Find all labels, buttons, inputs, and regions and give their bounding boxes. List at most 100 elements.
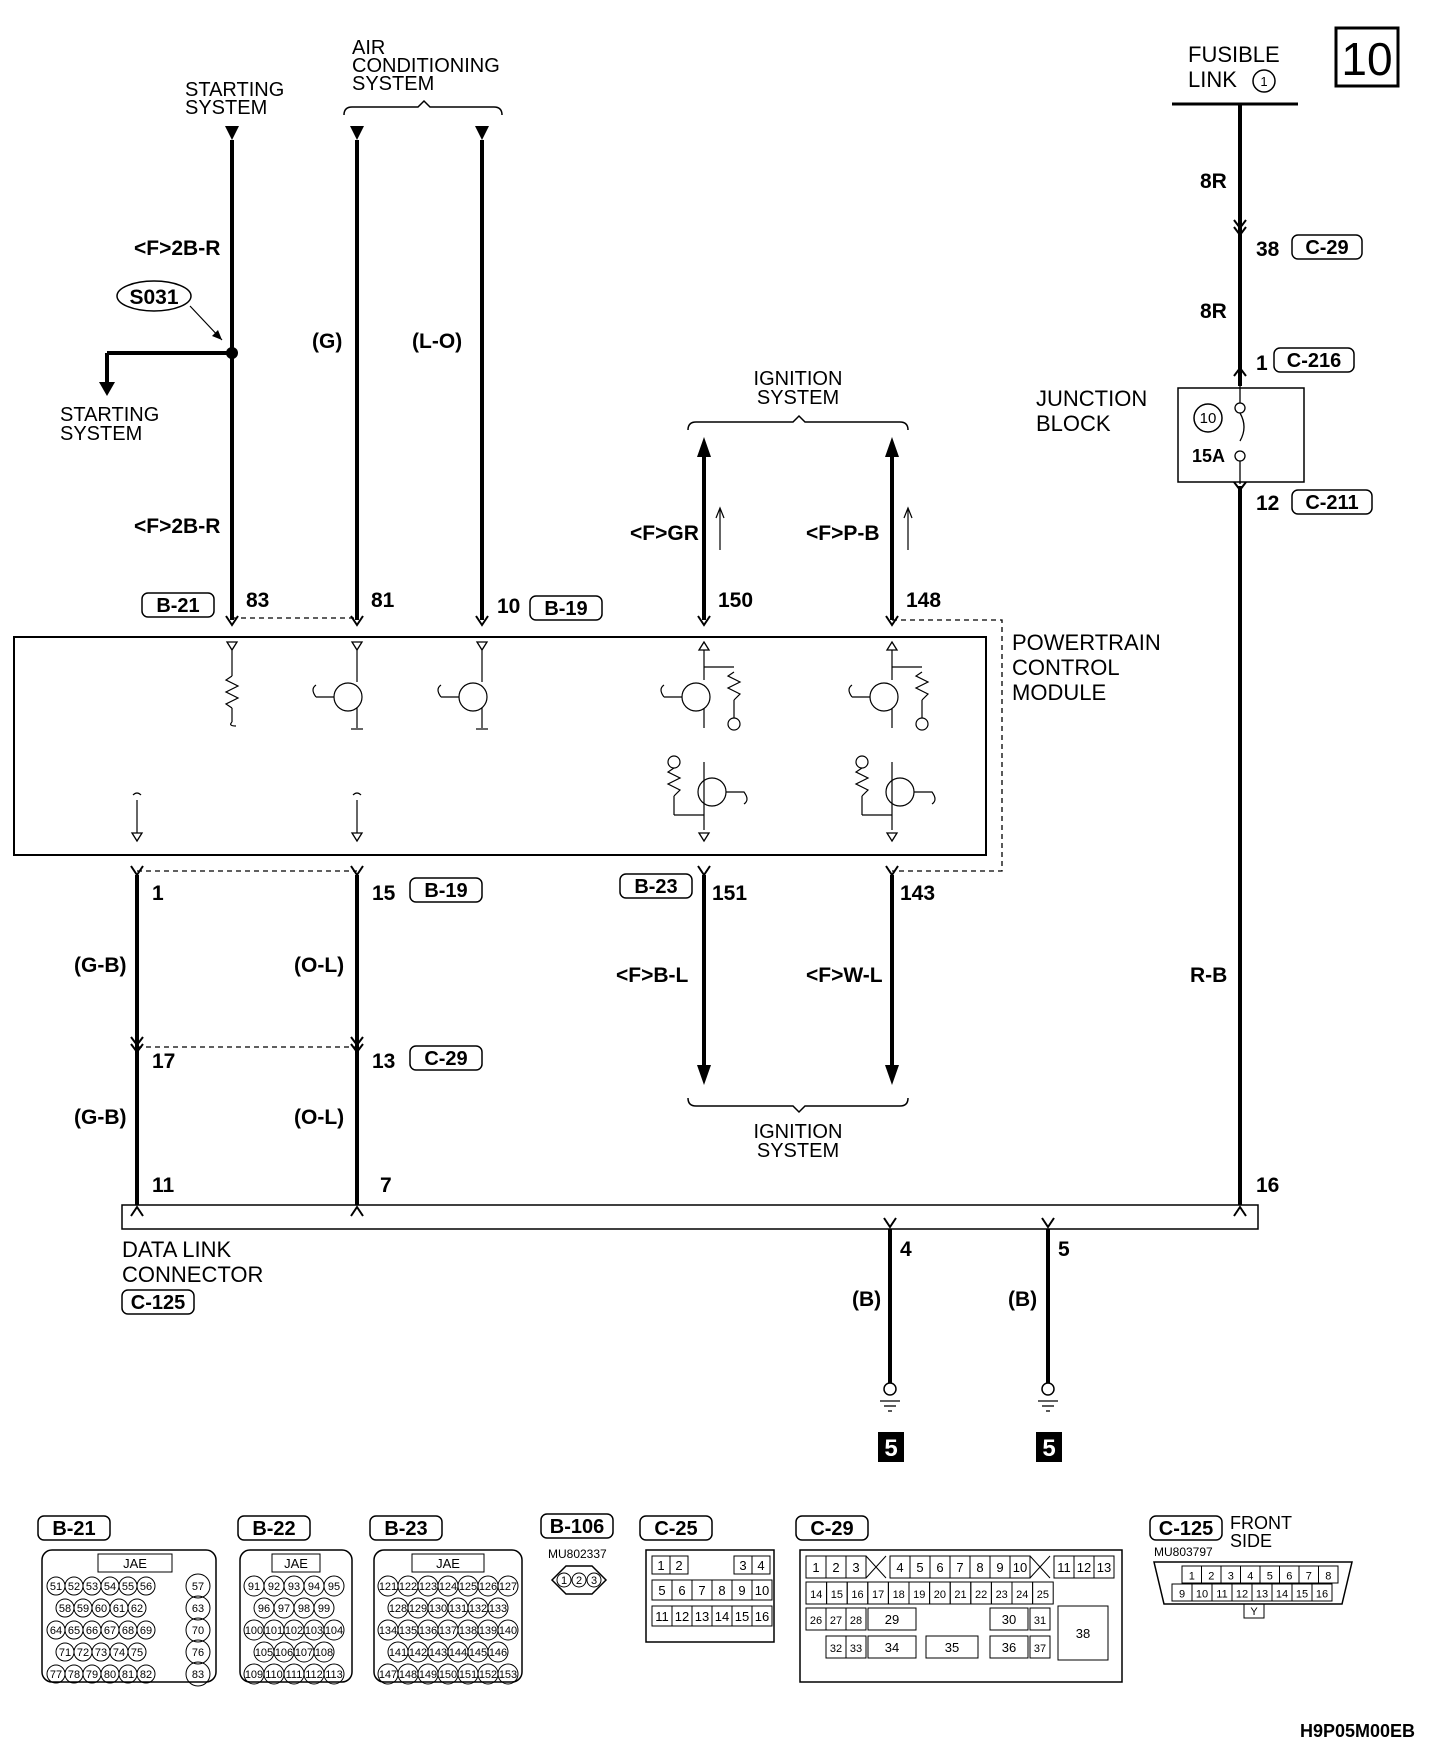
connector-cell-label: 4 bbox=[1247, 1571, 1253, 1583]
ignition-top-label-1: IGNITION bbox=[754, 368, 843, 390]
splice-label: S031 bbox=[129, 286, 178, 309]
connector-cell-label: 1 bbox=[657, 1558, 664, 1573]
connector-pin bbox=[185, 1661, 211, 1687]
connector-pin-label: 127 bbox=[499, 1581, 517, 1593]
legend-b106-name: B-106 bbox=[550, 1516, 604, 1538]
connector-cell bbox=[1093, 1555, 1115, 1579]
connector-pin bbox=[497, 1663, 519, 1685]
ground-id-4: 5 bbox=[884, 1435, 897, 1462]
connector-cell-label: 3 bbox=[852, 1560, 859, 1575]
connector-pin-label: 108 bbox=[315, 1647, 333, 1659]
connector-pin-label: 56 bbox=[140, 1581, 152, 1593]
connector-pin bbox=[313, 1641, 335, 1663]
starting-system-branch-label-2: SYSTEM bbox=[60, 423, 142, 445]
connector-pin bbox=[323, 1575, 345, 1597]
connector-pin bbox=[487, 1597, 509, 1619]
connector-pin-label: 72 bbox=[77, 1647, 89, 1659]
legend-c125-side-2: SIDE bbox=[1230, 1531, 1272, 1551]
connector-pin-label: 122 bbox=[399, 1581, 417, 1593]
connector-pin-label: 153 bbox=[499, 1669, 517, 1681]
connector-pin-label: 130 bbox=[429, 1603, 447, 1615]
dlc-connector-tag: C-125 bbox=[131, 1292, 185, 1314]
connector-pin-label: 91 bbox=[248, 1581, 260, 1593]
connector-pin-label: 131 bbox=[449, 1603, 467, 1615]
connector-pin-label: 137 bbox=[439, 1625, 457, 1637]
pin-148: 148 bbox=[906, 589, 941, 612]
connector-cell-label: 35 bbox=[945, 1640, 959, 1655]
connector-cell-label: 7 bbox=[698, 1583, 705, 1598]
connector-pin-label: 110 bbox=[265, 1669, 283, 1681]
connector-pin-label: 106 bbox=[275, 1647, 293, 1659]
ac-brace bbox=[343, 99, 503, 116]
connector-pin bbox=[127, 1642, 147, 1662]
connector-cell-label: 20 bbox=[934, 1589, 946, 1601]
pin-143: 143 bbox=[900, 882, 935, 905]
connector-tag-c216: C-216 bbox=[1287, 350, 1341, 372]
connector-cell-label: 7 bbox=[1306, 1571, 1312, 1583]
connector-cell bbox=[925, 1635, 979, 1659]
connector-pin-label: 74 bbox=[113, 1647, 125, 1659]
wire-color-gnd-4: (B) bbox=[852, 1288, 881, 1311]
connector-pin-label: 141 bbox=[389, 1647, 407, 1659]
connector-cell-label: 31 bbox=[1034, 1615, 1046, 1627]
wire-color-fuse-a: 8R bbox=[1200, 170, 1227, 193]
dlc-label-2: CONNECTOR bbox=[122, 1262, 263, 1287]
connector-cell-label: 11 bbox=[655, 1609, 669, 1624]
wire-color-15-b: (O-L) bbox=[294, 1106, 344, 1129]
legend-c125-part: MU803797 bbox=[1154, 1545, 1213, 1559]
connector-cell-label: 1 bbox=[812, 1560, 819, 1575]
connector-pin-label: 145 bbox=[469, 1647, 487, 1659]
connector-cell bbox=[1029, 1607, 1051, 1631]
connector-pin bbox=[136, 1576, 156, 1596]
connector-cell-label: 7 bbox=[956, 1560, 963, 1575]
pin-16: 16 bbox=[1256, 1174, 1279, 1197]
connector-cell-label: 12 bbox=[1236, 1589, 1248, 1601]
connector-pin-label: 138 bbox=[459, 1625, 477, 1637]
page-number: 10 bbox=[1341, 33, 1392, 85]
legend-c25-name: C-25 bbox=[654, 1518, 697, 1540]
wire-color-143: <F>W-L bbox=[806, 964, 883, 987]
connector-cell-label: 13 bbox=[695, 1609, 709, 1624]
pin-81: 81 bbox=[371, 589, 395, 612]
connector-pin-label: 75 bbox=[131, 1647, 143, 1659]
connector-cell-label: 12 bbox=[1077, 1560, 1091, 1575]
fusible-link-label-1: FUSIBLE bbox=[1188, 42, 1280, 67]
connector-cell-label: 5 bbox=[658, 1583, 665, 1598]
fusible-link-number: 1 bbox=[1260, 74, 1267, 89]
connector-cell bbox=[845, 1607, 867, 1631]
wire-color-81: (G) bbox=[312, 330, 342, 353]
connector-pin-label: 57 bbox=[192, 1581, 204, 1593]
connector-pin-label: 66 bbox=[86, 1625, 98, 1637]
connector-pin-label: 152 bbox=[479, 1669, 497, 1681]
connector-cell-label: 18 bbox=[893, 1589, 905, 1601]
connector-pin bbox=[323, 1619, 345, 1641]
connector-pin-label: 132 bbox=[469, 1603, 487, 1615]
connector-pin-label: 2 bbox=[576, 1575, 582, 1587]
connector-pin-label: 63 bbox=[192, 1603, 204, 1615]
connector-cell bbox=[867, 1635, 917, 1659]
connector-cell-label: 24 bbox=[1016, 1589, 1028, 1601]
connector-pin-label: 113 bbox=[325, 1669, 343, 1681]
connector-pin-label: 111 bbox=[286, 1669, 303, 1681]
pcm-box bbox=[13, 636, 987, 856]
connector-pin bbox=[127, 1598, 147, 1618]
connector-cell-label: 25 bbox=[1037, 1589, 1049, 1601]
connector-pin-label: 128 bbox=[389, 1603, 407, 1615]
legend-b106-part: MU802337 bbox=[548, 1547, 607, 1561]
pin-12: 12 bbox=[1256, 492, 1279, 515]
connector-pin-label: 109 bbox=[245, 1669, 263, 1681]
connector-cell-label: 3 bbox=[1228, 1571, 1234, 1583]
connector-cell-label: 10 bbox=[1013, 1560, 1027, 1575]
connector-pin bbox=[323, 1663, 345, 1685]
connector-cell-label: 8 bbox=[1325, 1571, 1331, 1583]
connector-tag-b21: B-21 bbox=[156, 595, 199, 617]
connector-pin-label: 76 bbox=[192, 1647, 204, 1659]
connector-cell-label: 23 bbox=[996, 1589, 1008, 1601]
